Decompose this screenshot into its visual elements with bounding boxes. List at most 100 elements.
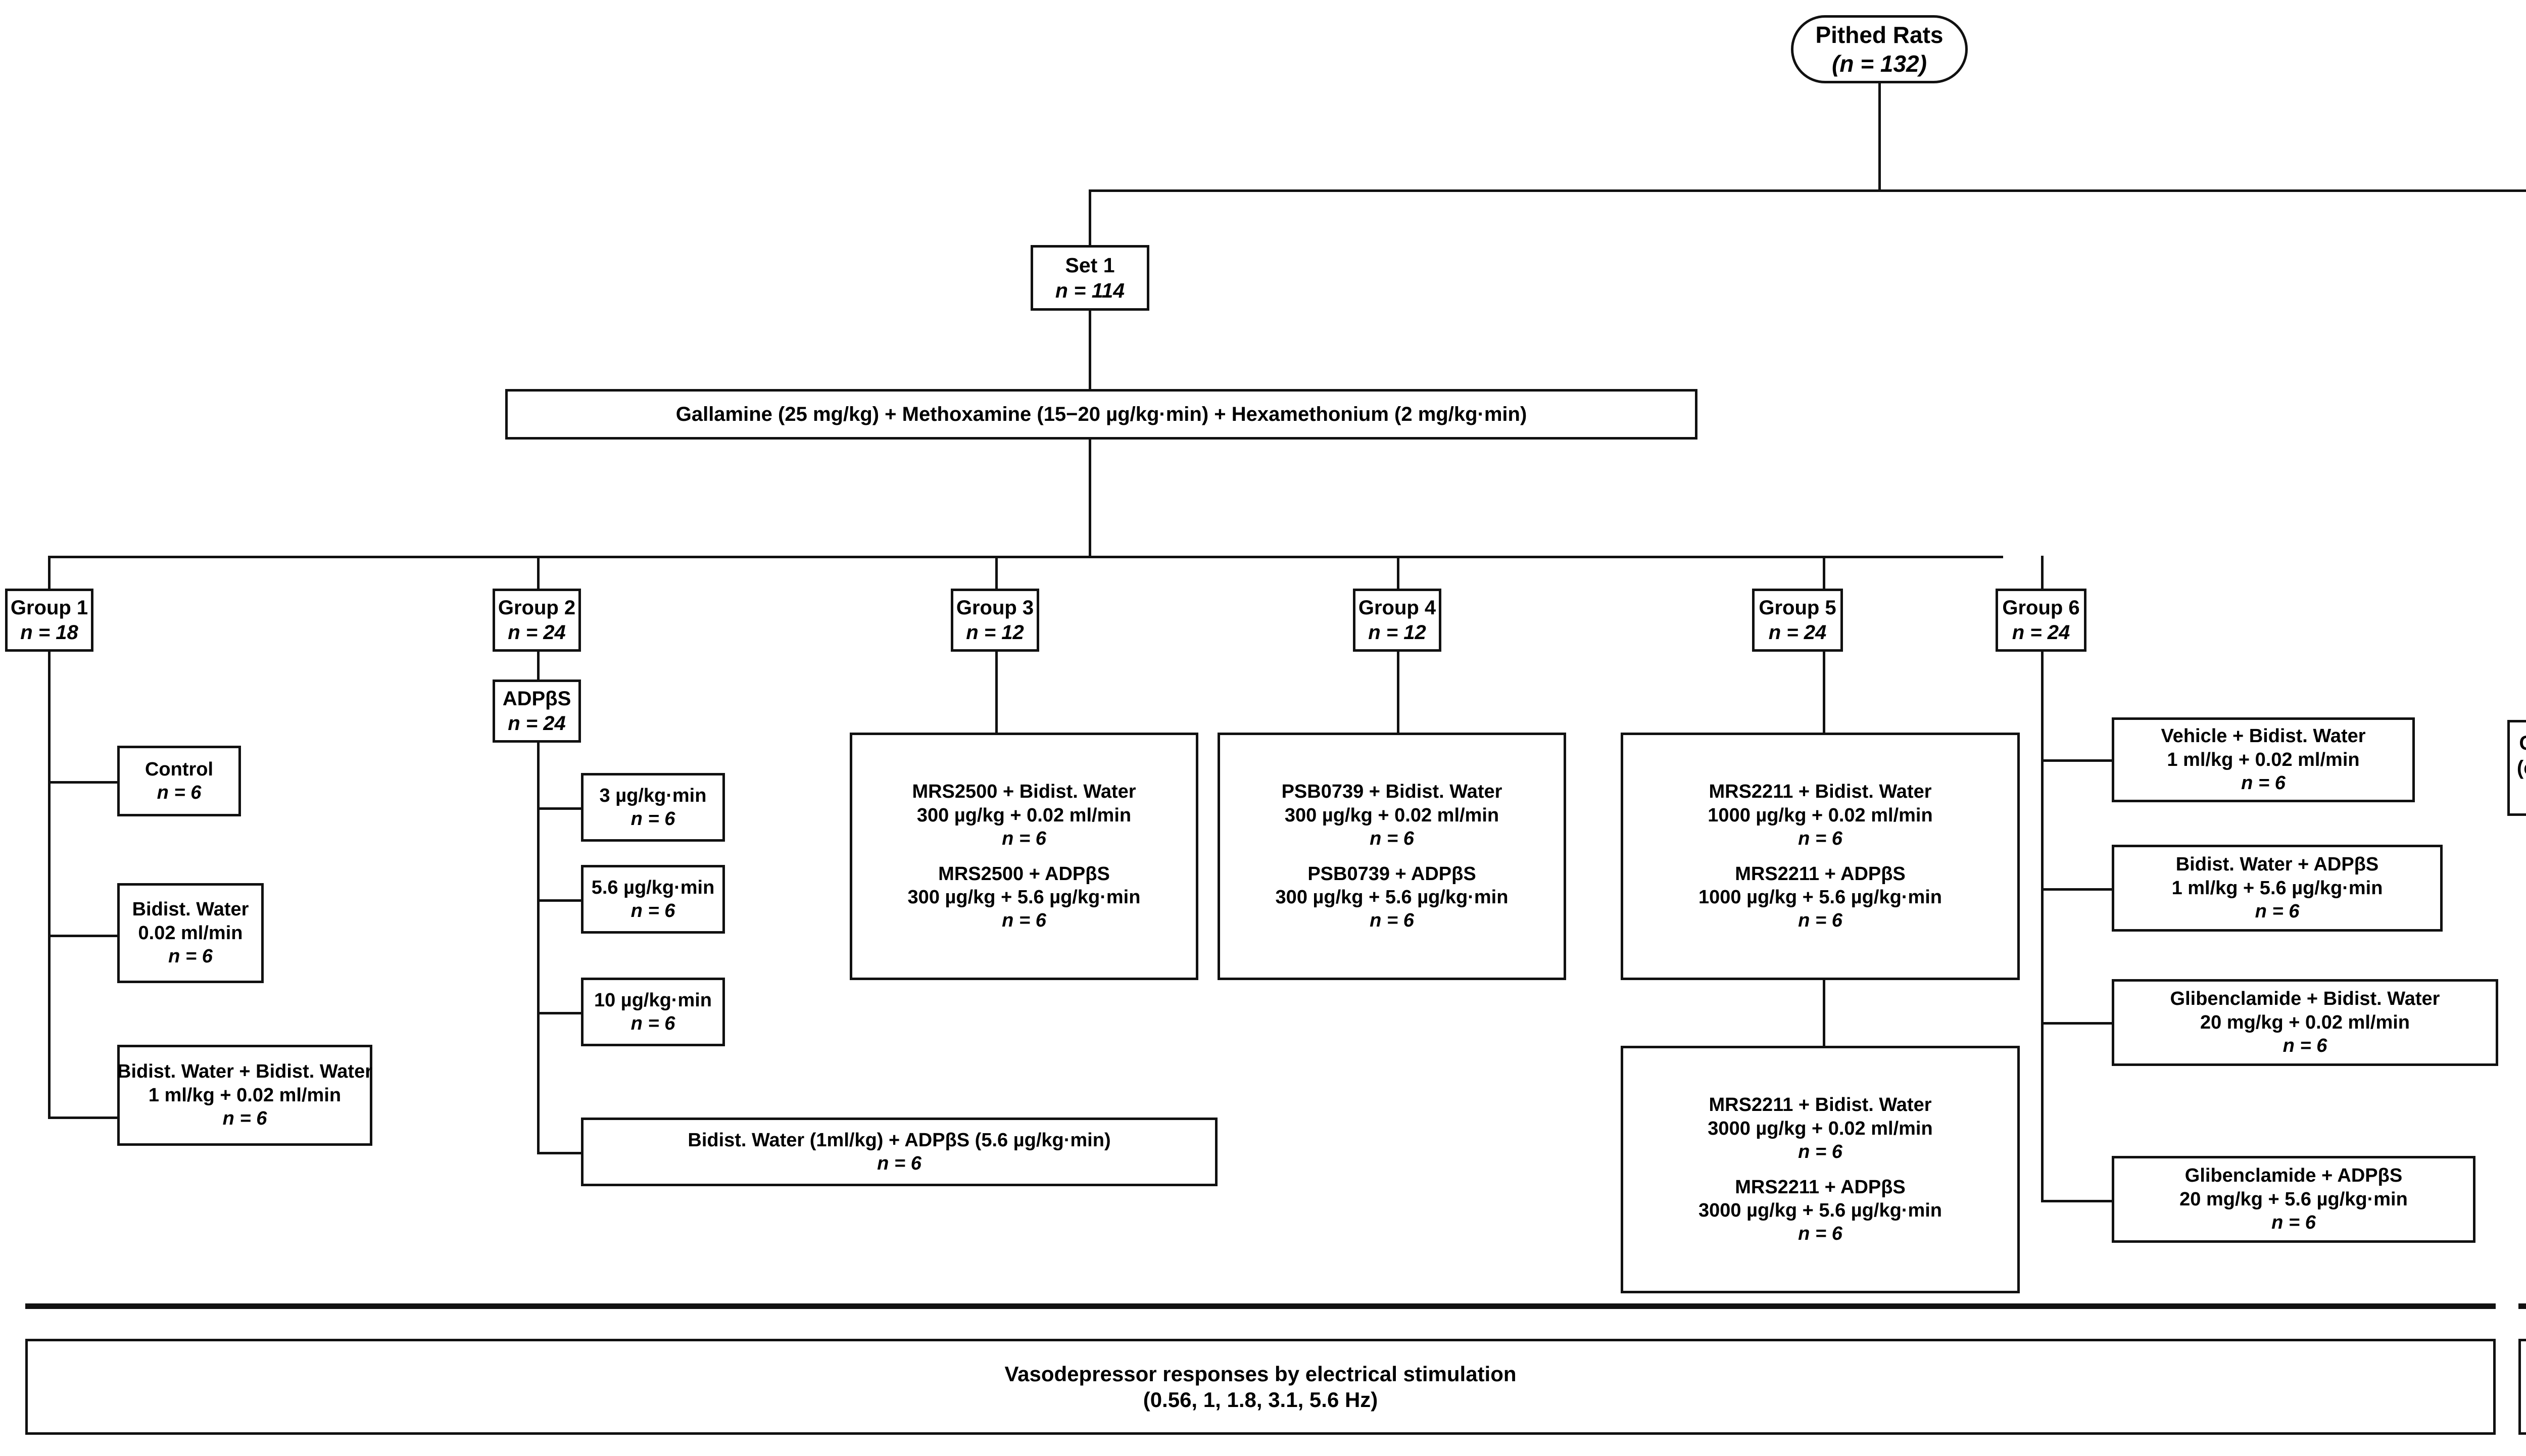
- connector-g2-branch-1: [537, 807, 615, 810]
- connector-g6-branch-1: [2041, 759, 2114, 762]
- root-n: (n = 132): [1832, 50, 1927, 77]
- g5a-b3: n = 6: [1798, 910, 1842, 932]
- group3-title: Group 3: [956, 596, 1034, 619]
- connector-g2-branch-4: [537, 1152, 615, 1154]
- g6-veh-l1: Vehicle + Bidist. Water: [2161, 725, 2366, 747]
- node-g2-dose-10: 10 µg/kg·min n = 6: [581, 978, 725, 1046]
- g5a-a1: MRS2211 + Bidist. Water: [1709, 781, 1932, 803]
- connector-group1-drop: [48, 556, 51, 589]
- g1-ww-label: Bidist. Water + Bidist. Water: [117, 1061, 372, 1083]
- connector-group1-spine: [48, 652, 51, 1119]
- connector-group4-drop: [1397, 556, 1399, 589]
- set1-n: n = 114: [1055, 279, 1125, 302]
- node-set1-group-3: Group 3 n = 12: [951, 589, 1039, 652]
- node-g6-water-adpbs: Bidist. Water + ADPβS 1 ml/kg + 5.6 µg/k…: [2112, 845, 2443, 932]
- node-set2-group-1: Group 1 (control) n = 6: [2507, 720, 2526, 816]
- footer-box-electrical-stimulation: Vasodepressor responses by electrical st…: [25, 1339, 2496, 1435]
- g6-gw-n: n = 6: [2282, 1035, 2327, 1057]
- group2-title: Group 2: [498, 596, 576, 619]
- g4-a2: 300 µg/kg + 0.02 ml/min: [1284, 804, 1499, 826]
- s2g1-title: Group 1: [2519, 731, 2526, 756]
- node-g6-vehicle: Vehicle + Bidist. Water 1 ml/kg + 0.02 m…: [2112, 717, 2415, 802]
- g6-ga-l1: Glibenclamide + ADPβS: [2184, 1165, 2403, 1187]
- g3-b3: n = 6: [1002, 910, 1046, 932]
- group3-n: n = 12: [966, 621, 1024, 644]
- g5b-a2: 3000 µg/kg + 0.02 ml/min: [1708, 1118, 1933, 1139]
- g5b-b3: n = 6: [1798, 1223, 1842, 1245]
- g3-b1: MRS2500 + ADPβS: [938, 863, 1110, 885]
- connector-set1-treatment-stem: [1089, 440, 1091, 556]
- g6-wa-l2: 1 ml/kg + 5.6 µg/kg·min: [2171, 877, 2383, 899]
- connector-group5-drop: [1823, 556, 1825, 589]
- connector-group3-drop: [995, 556, 998, 589]
- g3-b2: 300 µg/kg + 5.6 µg/kg·min: [907, 887, 1141, 908]
- node-g6-glibenclamide-adpbs: Glibenclamide + ADPβS 20 mg/kg + 5.6 µg/…: [2112, 1156, 2475, 1243]
- g2-wa-label: Bidist. Water (1ml/kg) + ADPβS (5.6 µg/k…: [688, 1129, 1111, 1151]
- node-g3-mrs2500-block: MRS2500 + Bidist. Water 300 µg/kg + 0.02…: [850, 733, 1198, 980]
- g4-a3: n = 6: [1370, 828, 1414, 849]
- group1-n: n = 18: [20, 621, 78, 644]
- set1-treatment-text: Gallamine (25 mg/kg) + Methoxamine (15−2…: [675, 403, 1527, 425]
- s2g1-sub: (control): [2516, 756, 2526, 779]
- footer-rule-left: [25, 1303, 2496, 1309]
- footer-left-line1: Vasodepressor responses by electrical st…: [1004, 1362, 1517, 1386]
- connector-set1-to-treatment: [1089, 311, 1091, 389]
- g6-veh-n: n = 6: [2241, 772, 2286, 794]
- g4-b3: n = 6: [1370, 910, 1414, 932]
- connector-group2-to-agonist: [537, 652, 540, 680]
- connector-group1-branch-2: [48, 935, 119, 937]
- g4-a1: PSB0739 + Bidist. Water: [1281, 781, 1502, 803]
- g6-veh-l2: 1 ml/kg + 0.02 ml/min: [2167, 749, 2360, 770]
- footer-left-line2: (0.56, 1, 1.8, 3.1, 5.6 Hz): [1143, 1388, 1378, 1412]
- connector-root-stem: [1878, 83, 1881, 189]
- node-set1-group-4: Group 4 n = 12: [1353, 589, 1441, 652]
- g4-b1: PSB0739 + ADPβS: [1307, 863, 1476, 885]
- g3-a2: 300 µg/kg + 0.02 ml/min: [916, 804, 1132, 826]
- g5b-a3: n = 6: [1798, 1141, 1842, 1162]
- g1-water-n: n = 6: [168, 946, 213, 967]
- node-g2-water-plus-adpbs: Bidist. Water (1ml/kg) + ADPβS (5.6 µg/k…: [581, 1118, 1218, 1186]
- connector-group6-drop: [2041, 556, 2044, 589]
- connector-set1-group-bus: [48, 556, 2003, 558]
- connector-group3-stem: [995, 652, 998, 733]
- footer-box-cgrp: α-CGRP vasodepressor responses (0.1, 0.1…: [2518, 1339, 2526, 1435]
- node-set1-group-6: Group 6 n = 24: [1996, 589, 2086, 652]
- g4-b2: 300 µg/kg + 5.6 µg/kg·min: [1275, 887, 1509, 908]
- g2-d3-n: n = 6: [630, 808, 675, 830]
- connector-group1-branch-1: [48, 781, 119, 784]
- g2-d56-n: n = 6: [630, 900, 675, 921]
- node-set1-treatment: Gallamine (25 mg/kg) + Methoxamine (15−2…: [505, 389, 1697, 440]
- connector-root-bus: [1089, 189, 2526, 192]
- connector-g2-branch-3: [537, 1012, 615, 1014]
- g1-control-n: n = 6: [157, 782, 202, 803]
- group6-title: Group 6: [2002, 596, 2080, 619]
- node-g1-water-plus-water: Bidist. Water + Bidist. Water 1 ml/kg + …: [117, 1045, 372, 1146]
- node-set-1: Set 1 n = 114: [1031, 245, 1149, 311]
- g5b-b2: 3000 µg/kg + 5.6 µg/kg·min: [1698, 1200, 1942, 1222]
- node-pithed-rats: Pithed Rats (n = 132): [1791, 15, 1968, 83]
- connector-group2-drop: [537, 556, 540, 589]
- connector-group5-stem: [1823, 652, 1825, 733]
- g2-d10-n: n = 6: [630, 1013, 675, 1034]
- g5a-b2: 1000 µg/kg + 5.6 µg/kg·min: [1698, 887, 1942, 908]
- group2-n: n = 24: [508, 621, 566, 644]
- node-g2-dose-5-6: 5.6 µg/kg·min n = 6: [581, 865, 725, 934]
- node-set1-group-5: Group 5 n = 24: [1752, 589, 1843, 652]
- root-title: Pithed Rats: [1815, 22, 1944, 48]
- connector-g2-branch-2: [537, 899, 615, 902]
- g6-ga-l2: 20 mg/kg + 5.6 µg/kg·min: [2179, 1188, 2408, 1210]
- g3-a1: MRS2500 + Bidist. Water: [912, 781, 1136, 803]
- node-set1-group-1: Group 1 n = 18: [5, 589, 93, 652]
- connector-group1-branch-3: [48, 1117, 119, 1119]
- connector-group5-between-blocks: [1823, 980, 1825, 1046]
- node-g4-psb0739-block: PSB0739 + Bidist. Water 300 µg/kg + 0.02…: [1218, 733, 1566, 980]
- group4-n: n = 12: [1368, 621, 1426, 644]
- node-g2-dose-3: 3 µg/kg·min n = 6: [581, 773, 725, 842]
- g2-adpbs-title: ADPβS: [502, 687, 571, 710]
- g6-wa-n: n = 6: [2255, 901, 2300, 923]
- g2-d10-label: 10 µg/kg·min: [594, 989, 712, 1011]
- g5a-b1: MRS2211 + ADPβS: [1735, 863, 1906, 885]
- g1-control-label: Control: [144, 758, 214, 780]
- g6-wa-l1: Bidist. Water + ADPβS: [2175, 854, 2379, 876]
